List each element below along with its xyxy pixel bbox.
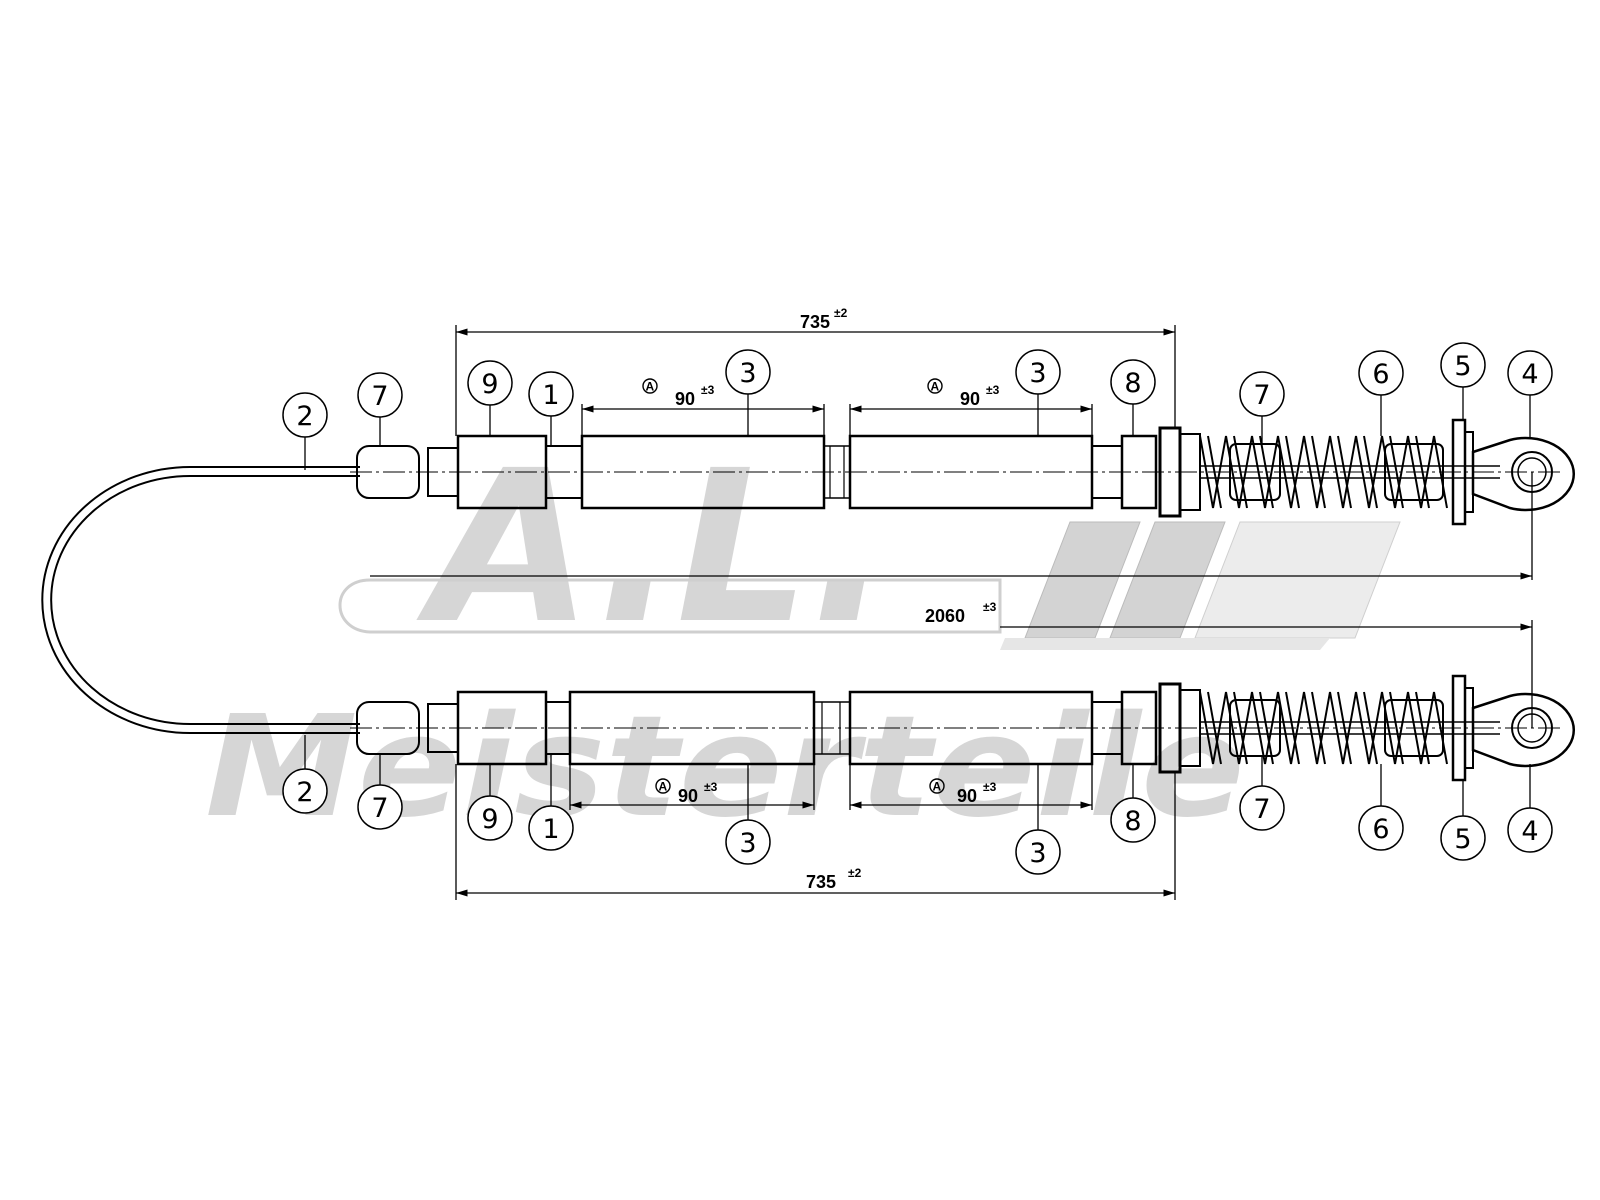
- watermark-brand: Meisterteile: [205, 686, 1245, 849]
- cable-bend-inner: [50, 475, 360, 725]
- svg-text:4: 4: [1521, 816, 1538, 847]
- svg-text:±3: ±3: [701, 383, 715, 397]
- callout-upper-2: 2: [282, 392, 328, 438]
- callout-upper-7: 7: [357, 372, 403, 418]
- svg-text:90: 90: [675, 389, 695, 409]
- callout-lower-7: 7: [357, 784, 403, 830]
- svg-text:7: 7: [371, 793, 388, 824]
- callout-leaders: [304, 386, 1531, 830]
- sleeve-dim-upper-left: A 90 ±3: [642, 378, 715, 409]
- callout-lower-3b: 3: [1015, 829, 1061, 875]
- svg-text:8: 8: [1124, 368, 1141, 399]
- callout-lower-2: 2: [282, 768, 328, 814]
- callout-upper-6: 6: [1358, 350, 1404, 396]
- callout-lower-9: 9: [467, 795, 513, 841]
- svg-text:6: 6: [1372, 359, 1389, 390]
- svg-text:2: 2: [296, 401, 313, 432]
- dim-tol-lower-735: ±2: [848, 866, 862, 880]
- callout-lower-6: 6: [1358, 805, 1404, 851]
- svg-text:4: 4: [1521, 359, 1538, 390]
- svg-text:9: 9: [481, 804, 498, 835]
- dim-tol-2060: ±3: [983, 600, 997, 614]
- watermark-logo-bars: [1000, 521, 1401, 650]
- svg-text:5: 5: [1454, 351, 1471, 382]
- eye-end-4: [1471, 692, 1576, 768]
- callout-upper-9: 9: [467, 360, 513, 406]
- dim-label-lower-735: 735: [806, 872, 836, 892]
- callouts-upper: 2 7 9 1 3 3 8 7 6 5 4: [282, 342, 1553, 438]
- sleeve-dim-lower-right: A 90 ±3: [929, 778, 997, 806]
- svg-text:90: 90: [957, 786, 977, 806]
- callout-upper-3a: 3: [725, 349, 771, 395]
- svg-text:1: 1: [542, 814, 559, 845]
- cable-bend: [41, 466, 360, 734]
- svg-text:9: 9: [481, 369, 498, 400]
- svg-text:3: 3: [1029, 838, 1046, 869]
- svg-text:±3: ±3: [983, 780, 997, 794]
- svg-text:7: 7: [1253, 794, 1270, 825]
- dim-tol-upper-735: ±2: [834, 306, 848, 320]
- dim-label-2060: 2060: [925, 606, 965, 626]
- callouts-lower: 2 7 9 1 3 3 8 7 6 5 4: [282, 768, 1553, 875]
- svg-text:6: 6: [1372, 814, 1389, 845]
- callout-upper-1: 1: [528, 371, 574, 417]
- svg-text:A: A: [659, 780, 668, 794]
- svg-text:3: 3: [1029, 358, 1046, 389]
- svg-text:7: 7: [371, 381, 388, 412]
- svg-text:2: 2: [296, 777, 313, 808]
- svg-text:90: 90: [678, 786, 698, 806]
- callout-upper-3b: 3: [1015, 349, 1061, 395]
- callout-upper-4: 4: [1507, 350, 1553, 396]
- svg-text:±3: ±3: [986, 383, 1000, 397]
- eye-end-4: [1471, 436, 1576, 512]
- lower-cable: [350, 674, 1576, 782]
- svg-text:1: 1: [542, 380, 559, 411]
- callout-lower-3a: 3: [725, 819, 771, 865]
- svg-text:90: 90: [960, 389, 980, 409]
- callout-upper-8: 8: [1110, 359, 1156, 405]
- watermark-monogram: A.L.: [416, 425, 890, 670]
- svg-text:8: 8: [1124, 806, 1141, 837]
- svg-text:3: 3: [739, 828, 756, 859]
- dimension-lines: [370, 325, 1533, 900]
- svg-text:5: 5: [1454, 824, 1471, 855]
- callout-lower-8: 8: [1110, 797, 1156, 843]
- svg-text:±3: ±3: [704, 780, 718, 794]
- callout-upper-5: 5: [1440, 342, 1486, 388]
- callout-lower-5: 5: [1440, 815, 1486, 861]
- svg-text:A: A: [933, 780, 942, 794]
- dim-label-upper-735: 735: [800, 312, 830, 332]
- callout-lower-7b: 7: [1239, 785, 1285, 831]
- callout-lower-1: 1: [528, 805, 574, 851]
- svg-text:A: A: [646, 380, 655, 394]
- svg-text:A: A: [931, 380, 940, 394]
- upper-cable: [41, 418, 1576, 734]
- callout-upper-7b: 7: [1239, 371, 1285, 417]
- dimension-labels: 735 ±2 735 ±2 2060 ±3 A 90 ±3 A 90 ±3 A …: [642, 306, 1000, 892]
- sleeve-dim-upper-right: A 90 ±3: [927, 378, 1000, 409]
- watermark-swoosh: [338, 578, 1002, 634]
- sleeve-dim-lower-left: A 90 ±3: [655, 778, 718, 806]
- svg-text:7: 7: [1253, 380, 1270, 411]
- callout-lower-4: 4: [1507, 807, 1553, 853]
- svg-text:3: 3: [739, 358, 756, 389]
